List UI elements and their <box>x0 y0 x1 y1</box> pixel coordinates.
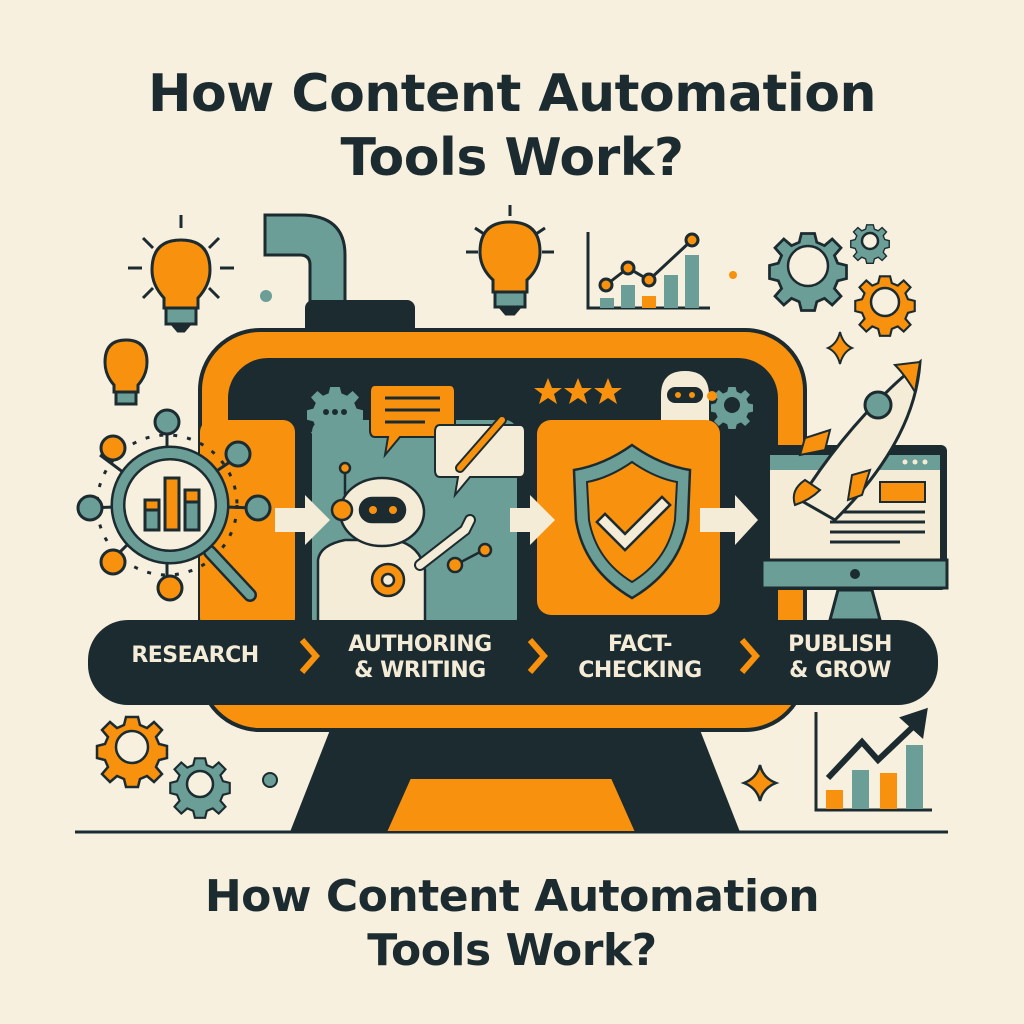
growth-chart-icon <box>814 707 932 812</box>
rocket-monitor-icon <box>760 358 949 622</box>
pipe-icon <box>263 213 415 335</box>
monitor-stand-icon <box>290 730 740 833</box>
dot-icon <box>260 290 272 302</box>
speech-bubble-icon <box>369 384 456 459</box>
flow-arrow-icon <box>275 495 758 545</box>
step-authoring: AUTHORING & WRITING <box>330 632 510 684</box>
lightbulb-icon <box>128 215 234 333</box>
title-line-1: How Content Automation <box>148 64 876 124</box>
step-fact-checking: FACT- CHECKING <box>555 632 725 684</box>
magnifier-chart-icon <box>76 408 272 602</box>
step-label: RESEARCH <box>131 643 259 668</box>
gear-icon <box>768 224 916 337</box>
page-title: How Content Automation Tools Work? <box>0 62 1024 190</box>
authoring-panel <box>307 384 526 632</box>
step-label-line1: AUTHORING <box>348 632 492 657</box>
robot-head-icon <box>659 368 753 431</box>
step-research: RESEARCH <box>110 643 280 669</box>
footer-title: How Content Automation Tools Work? <box>0 870 1024 978</box>
step-label-line2: & GROW <box>789 658 891 683</box>
lightbulb-icon <box>466 205 554 316</box>
bar-line-chart-icon <box>586 232 710 310</box>
sparkle-icon <box>825 331 855 365</box>
star-rating-icon <box>534 378 622 404</box>
pencil-icon <box>434 415 526 499</box>
shield-check-icon <box>572 443 692 600</box>
research-panel <box>76 408 295 630</box>
title-line-2: Tools Work? <box>340 128 684 188</box>
chevron-right-icon <box>299 638 760 674</box>
robot-writer-icon <box>316 461 493 632</box>
pipeline-bar <box>88 620 938 705</box>
footer-title-line-1: How Content Automation <box>204 871 820 922</box>
step-label-line2: & WRITING <box>354 658 486 683</box>
step-label-line2: CHECKING <box>578 658 702 683</box>
step-label-line1: FACT- <box>607 632 673 657</box>
step-publish: PUBLISH & GROW <box>765 632 915 684</box>
sparkle-icon <box>740 764 780 802</box>
dot-icon <box>262 772 278 788</box>
dot-icon <box>729 271 737 279</box>
lightbulb-icon <box>103 338 149 406</box>
footer-title-line-2: Tools Work? <box>367 925 657 976</box>
fact-check-panel <box>537 420 720 615</box>
step-label-line1: PUBLISH <box>788 632 892 657</box>
gear-icon <box>95 715 231 819</box>
